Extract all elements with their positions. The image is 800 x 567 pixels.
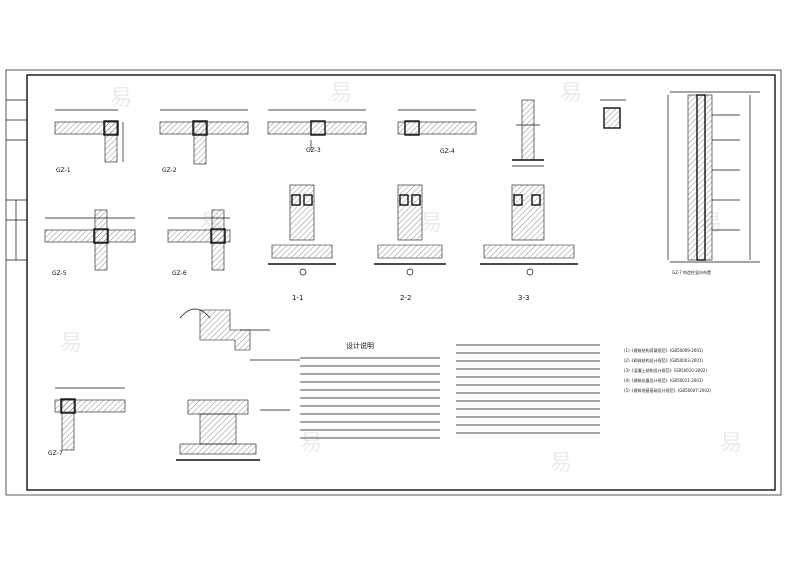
detail-label: GZ-3 <box>306 147 321 154</box>
detail-label: GZ-7 <box>48 450 63 457</box>
detail-label: GZ-6 <box>172 270 187 277</box>
code-item: (1)《建筑结构荷载规范》(GB50009-2001) <box>624 347 703 353</box>
section-1-1: 1-1 <box>268 184 336 302</box>
detail-gz6: GZ-6 <box>167 209 231 277</box>
code-item: (2)《砌体结构设计规范》(GB50003-2001) <box>624 357 703 363</box>
detail-gz5: GZ-5 <box>44 209 136 277</box>
gz7-elevation: GZ-7 构造柱竖向布置 <box>667 91 760 275</box>
cornice-detail <box>179 308 300 361</box>
watermark-glyph: 易 <box>110 86 132 111</box>
code-item: (3)《混凝土结构设计规范》(GB50010-2002) <box>624 367 707 373</box>
watermark-glyph: 易 <box>720 431 742 456</box>
detail-gz3: GZ-3 <box>267 109 367 154</box>
detail-gz4: GZ-4 <box>397 109 477 155</box>
detail-label: GZ-4 <box>440 148 455 155</box>
inner-frame <box>26 74 776 491</box>
section-2-2: 2-2 <box>374 184 446 302</box>
detail-gz7: GZ-7 <box>48 387 126 457</box>
watermark-glyph: 易 <box>60 331 82 356</box>
detail-label: GZ-5 <box>52 270 67 277</box>
section-title: 1-1 <box>292 294 303 302</box>
code-item: (4)《建筑抗震设计规范》(GB50011-2001) <box>624 377 703 383</box>
left-title-strip <box>6 99 27 261</box>
watermark-glyph: 易 <box>560 81 582 106</box>
section-title: 2-2 <box>400 294 411 302</box>
code-item: (5)《建筑地基基础设计规范》(GB50007-2002) <box>624 387 711 393</box>
parapet-detail <box>512 99 544 167</box>
watermark-glyph: 易 <box>300 431 322 456</box>
watermark-glyph: 易 <box>420 211 442 236</box>
design-notes: 设计说明 <box>300 341 600 439</box>
detail-label: GZ-2 <box>162 167 177 174</box>
code-list: (1)《建筑结构荷载规范》(GB50009-2001) (2)《砌体结构设计规范… <box>624 347 711 393</box>
watermark-glyph: 易 <box>330 81 352 106</box>
notes-title: 设计说明 <box>346 341 374 350</box>
detail-label: GZ-1 <box>56 167 71 174</box>
elevation-title: GZ-7 构造柱竖向布置 <box>672 269 711 275</box>
detail-gz1: GZ-1 <box>54 109 124 174</box>
section-title: 3-3 <box>518 294 529 302</box>
beam-detail <box>600 99 626 129</box>
detail-gz2: GZ-2 <box>159 109 249 174</box>
outer-frame <box>5 69 782 496</box>
section-3-3: 3-3 <box>480 184 578 302</box>
watermark-glyph: 易 <box>550 451 572 476</box>
watermarks: 易 易 易 易 易 易 易 易 易 易 <box>60 81 742 476</box>
footing-detail <box>176 399 290 461</box>
